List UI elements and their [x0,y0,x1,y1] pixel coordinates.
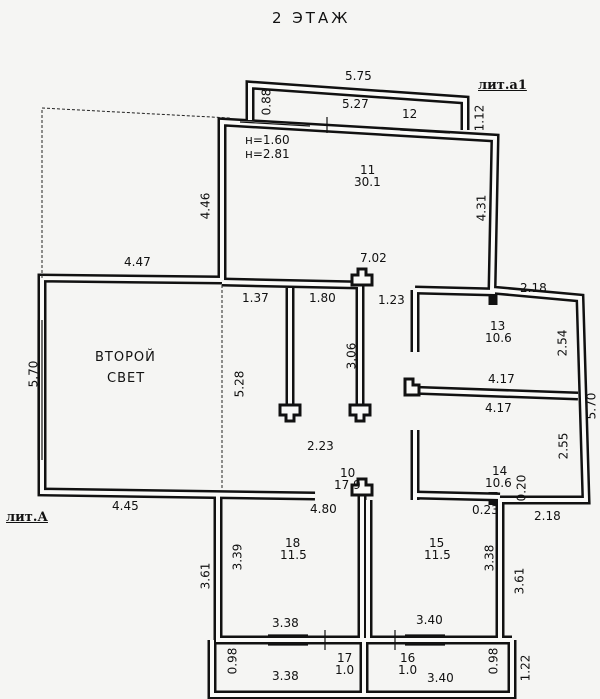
room-13-number: 13 [490,319,506,333]
dim-label: 1.80 [309,291,336,305]
room-11-area: 30.1 [354,175,381,189]
room-18-number: 18 [285,536,301,550]
dim-label: 4.46 [198,192,213,220]
dim-label: 4.17 [485,401,512,415]
dim-label: 4.17 [488,372,515,386]
dim-label: 3.40 [427,671,454,685]
label-lit-a1: лит.а1 [478,78,527,93]
dim-label: 3.40 [416,613,443,627]
dim-label: 0.98 [486,647,501,675]
dim-label: 2.18 [534,509,561,523]
room-15-area: 11.5 [424,548,451,562]
dim-label: 4.31 [474,194,489,222]
dim-label: 0.88 [259,88,274,116]
height-2: н=2.81 [245,147,290,161]
dim-label: 2.55 [556,432,571,460]
dim-label: 3.38 [482,544,497,572]
dim-label: 5.28 [232,370,247,398]
room-11-number: 11 [360,163,376,177]
dim-label: 5.27 [342,97,369,111]
dim-label: 2.18 [520,281,547,295]
dim-label: 3.06 [344,342,359,370]
dashed-boundary [41,107,231,490]
dim-label: 7.02 [360,251,387,265]
dim-label: 1.23 [378,293,405,307]
dim-label: 3.38 [272,616,299,630]
room-13-area: 10.6 [485,331,512,345]
room-18-walls [213,488,512,645]
dim-label: 1.22 [518,654,533,682]
dim-label: 2.54 [555,329,570,357]
dim-label: 4.45 [112,499,139,513]
dim-label: 3.61 [512,567,527,595]
room-16-number: 16 [400,651,416,665]
dim-label: 0.98 [225,647,240,675]
dim-label: 5.75 [345,69,372,83]
dim-label: 5.70 [26,360,41,388]
room-12-number: 12 [402,107,418,121]
dim-label: 1.12 [472,104,487,132]
dim-label: 0.23 [472,503,499,517]
room-17-area: 1.0 [335,663,355,677]
room-18-area: 11.5 [280,548,307,562]
floor-title: 2 ЭТАЖ [272,9,351,27]
dim-label: 4.80 [310,502,337,516]
room-16-area: 1.0 [398,663,418,677]
room-10-area: 17.9 [334,478,361,492]
wall-end-caps [278,267,421,497]
second-light-line2: СВЕТ [107,371,146,386]
room-14-area: 10.6 [485,476,512,490]
dim-label: 1.37 [242,291,269,305]
room-14-number: 14 [492,464,508,478]
second-light-line1: ВТОРОЙ [95,350,156,365]
windows [37,117,451,650]
label-lit-a: лит.А [6,510,48,525]
outer-left-wall [37,273,316,501]
dim-label: 5.70 [584,392,599,420]
room-10-number: 10 [340,466,356,480]
dim-label: 3.39 [230,543,245,571]
dim-label: 3.61 [198,562,213,590]
height-1: н=1.60 [245,133,290,147]
dim-label: 0.20 [514,474,529,502]
room-17-number: 17 [337,651,353,665]
dim-label: 4.47 [124,255,151,269]
dim-label: 2.23 [307,439,334,453]
dim-label: 3.38 [272,669,299,683]
room-15-number: 15 [429,536,445,550]
